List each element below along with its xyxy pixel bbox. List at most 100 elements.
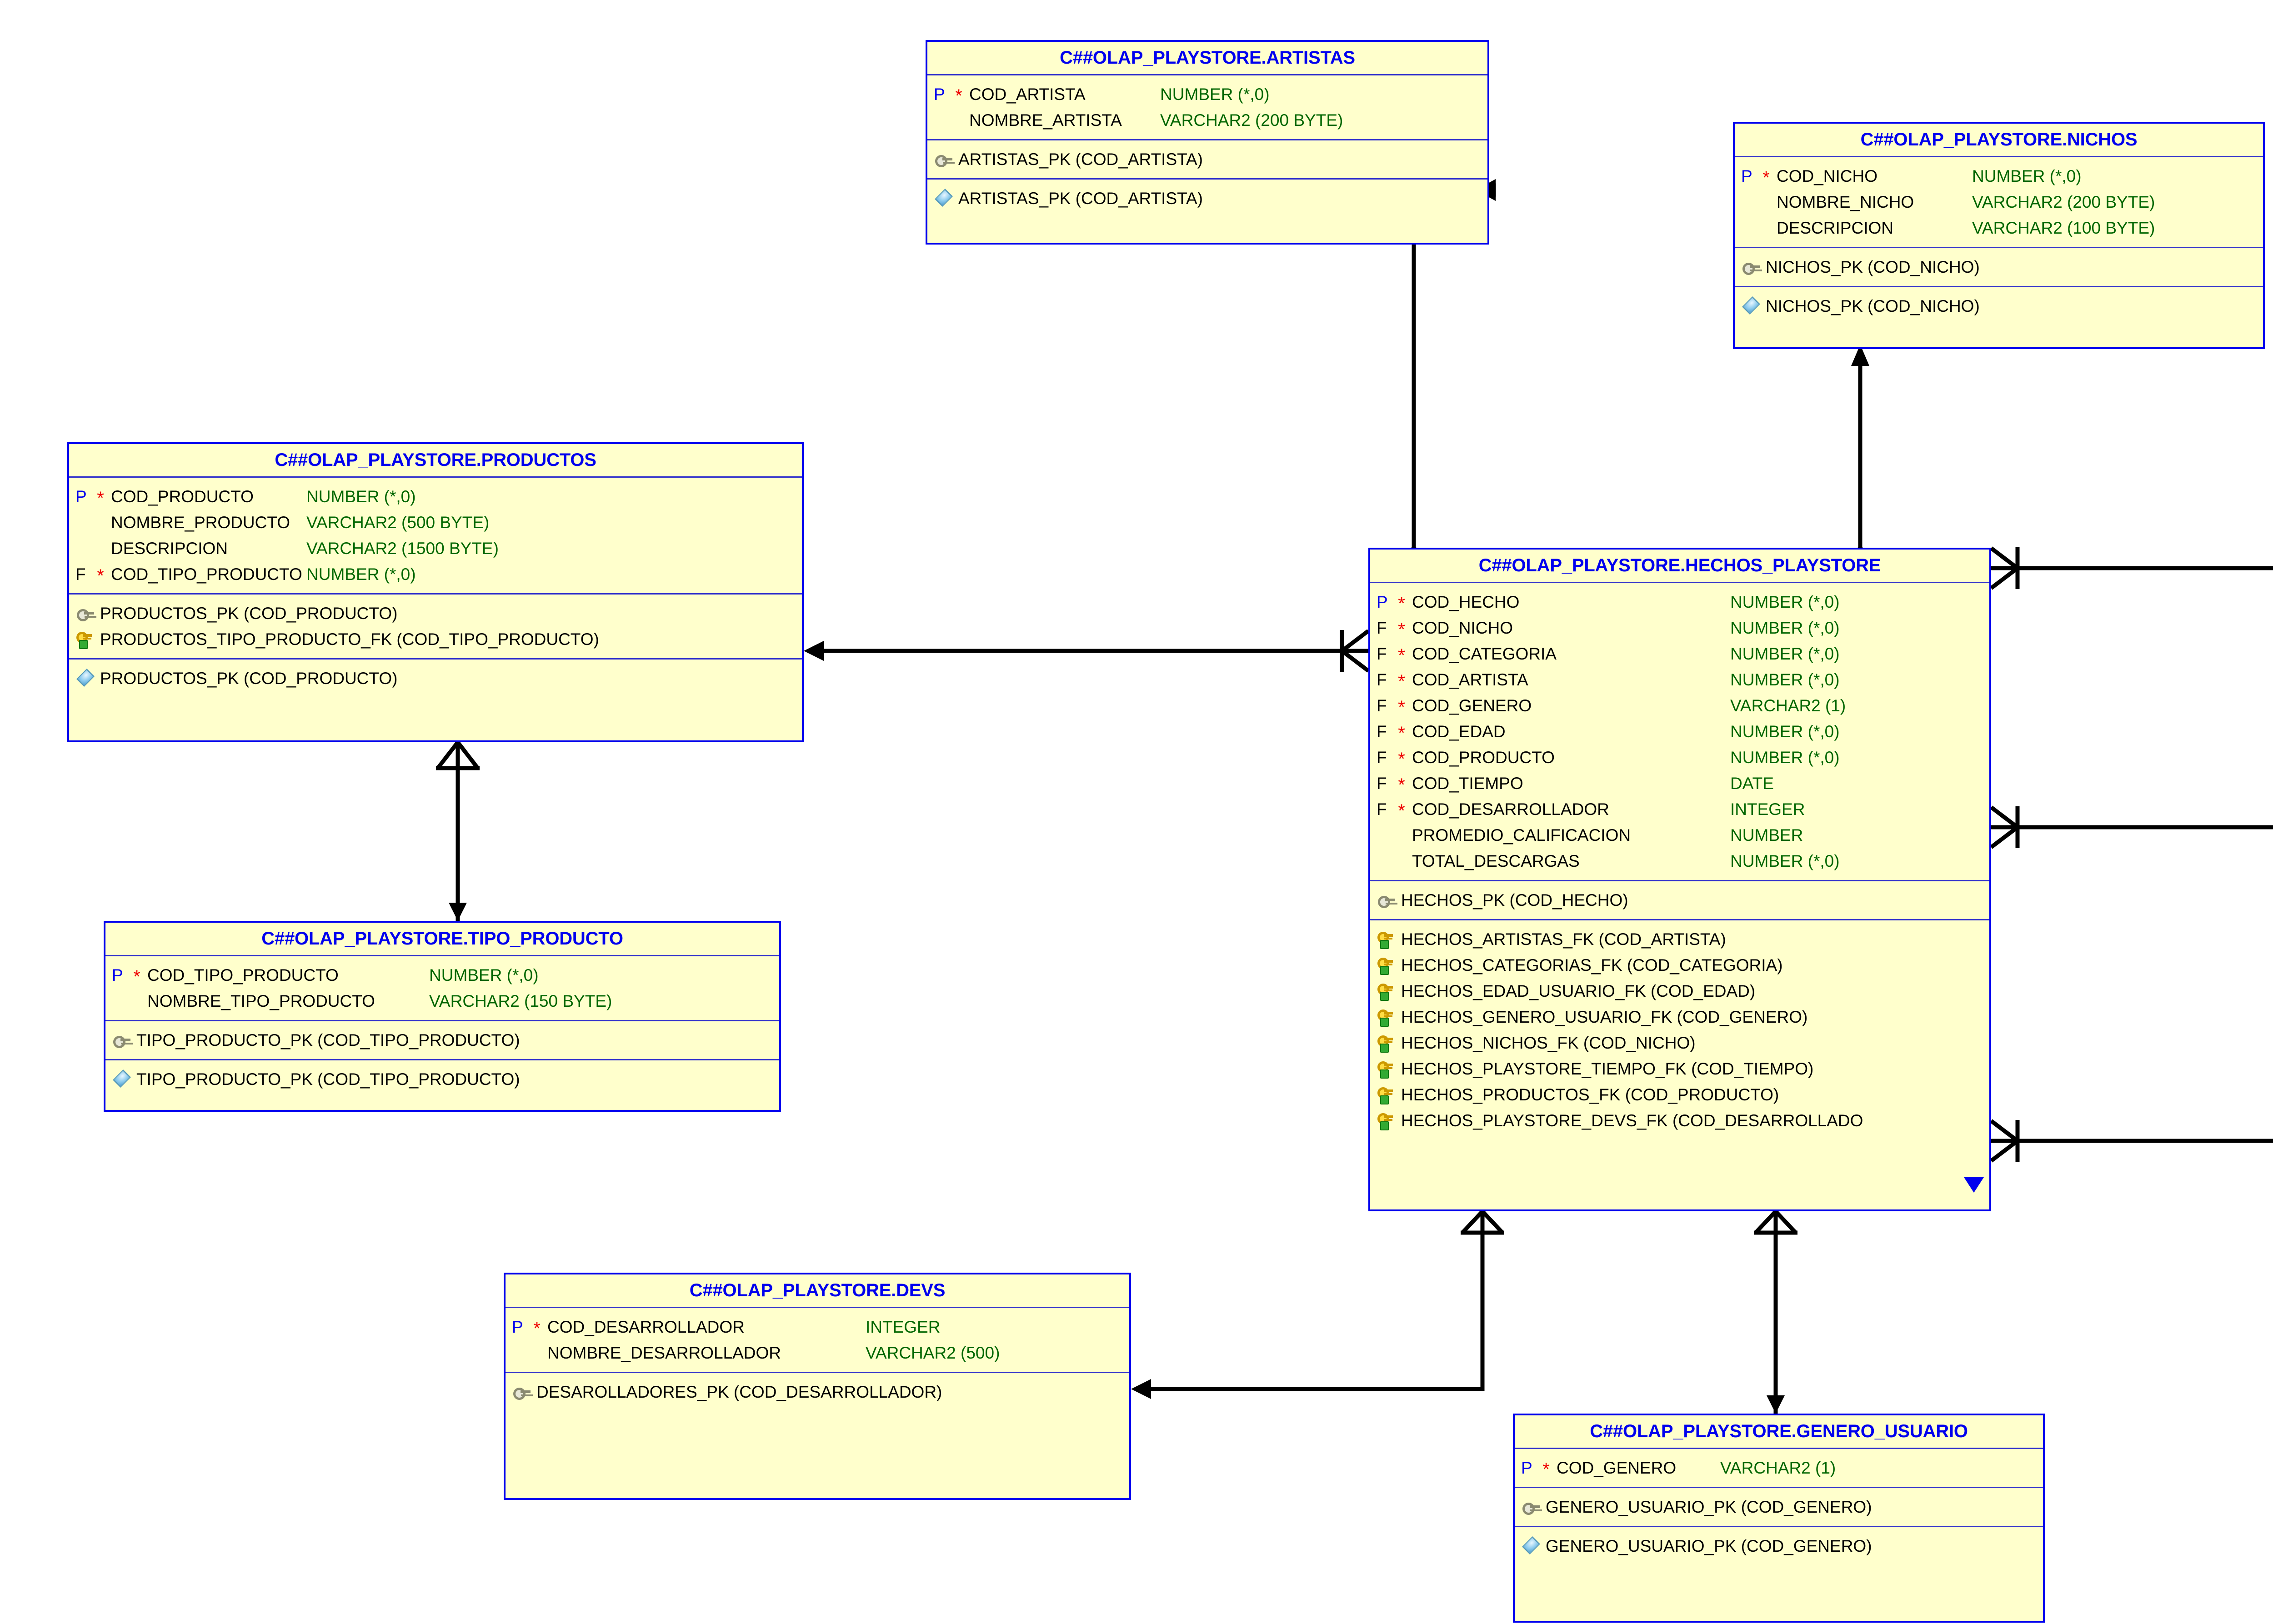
foreign-key-row[interactable]: HECHOS_EDAD_USUARIO_FK (COD_EDAD) bbox=[1370, 978, 1989, 1004]
entity-divider bbox=[69, 593, 802, 595]
constraints-section: HECHOS_PK (COD_HECHO) bbox=[1370, 881, 1989, 919]
foreign-key-label: HECHOS_NICHOS_FK (COD_NICHO) bbox=[1401, 1033, 1696, 1052]
index-diamond-icon bbox=[934, 190, 954, 207]
index-row[interactable]: GENERO_USUARIO_PK (COD_GENERO) bbox=[1515, 1533, 2043, 1559]
indexes-section: PRODUCTOS_PK (COD_PRODUCTO) bbox=[69, 660, 802, 697]
constraint-row[interactable]: NICHOS_PK (COD_NICHO) bbox=[1735, 254, 2263, 280]
entity-divider bbox=[927, 178, 1487, 180]
entity-divider bbox=[506, 1307, 1129, 1308]
constraint-row[interactable]: PRODUCTOS_TIPO_PRODUCTO_FK (COD_TIPO_PRO… bbox=[69, 626, 802, 652]
scroll-down-indicator[interactable] bbox=[1964, 1177, 1984, 1193]
entity-title-hechos: C##OLAP_PLAYSTORE.HECHOS_PLAYSTORE bbox=[1478, 555, 1881, 575]
column-datatype: NUMBER (*,0) bbox=[306, 487, 416, 506]
column-key-flag: F bbox=[1377, 644, 1387, 663]
constraint-row[interactable]: PRODUCTOS_PK (COD_PRODUCTO) bbox=[69, 600, 802, 626]
indexes-section: TIPO_PRODUCTO_PK (COD_TIPO_PRODUCTO) bbox=[105, 1060, 779, 1098]
column-datatype: NUMBER (*,0) bbox=[1730, 748, 1840, 767]
fk-key-icon bbox=[1377, 1060, 1397, 1079]
column-mandatory-marker: * bbox=[533, 1318, 541, 1339]
column-datatype: NUMBER bbox=[1730, 825, 1803, 844]
entity-title-devs: C##OLAP_PLAYSTORE.DEVS bbox=[689, 1280, 946, 1300]
fk-key-icon bbox=[1377, 1034, 1397, 1053]
entity-divider bbox=[1370, 582, 1989, 583]
column-datatype: VARCHAR2 (1) bbox=[1730, 696, 1846, 715]
index-row[interactable]: NICHOS_PK (COD_NICHO) bbox=[1735, 293, 2263, 319]
column-datatype: VARCHAR2 (150 BYTE) bbox=[429, 991, 612, 1010]
column-mandatory-marker bbox=[948, 119, 969, 122]
foreign-key-row[interactable]: HECHOS_NICHOS_FK (COD_NICHO) bbox=[1370, 1030, 1989, 1056]
constraints-section: GENERO_USUARIO_PK (COD_GENERO) bbox=[1515, 1488, 2043, 1526]
column-key-flag: F bbox=[1377, 618, 1387, 637]
column-row[interactable]: DESCRIPCION VARCHAR2 (100 BYTE) bbox=[1735, 215, 2263, 241]
entity-box-hechos[interactable]: C##OLAP_PLAYSTORE.HECHOS_PLAYSTORE P*COD_… bbox=[1368, 548, 1991, 1211]
column-mandatory-marker: * bbox=[1398, 645, 1405, 665]
column-datatype: NUMBER (*,0) bbox=[1730, 722, 1840, 741]
constraint-row[interactable]: GENERO_USUARIO_PK (COD_GENERO) bbox=[1515, 1494, 2043, 1520]
column-mandatory-marker: * bbox=[1542, 1459, 1550, 1479]
foreign-key-row[interactable]: HECHOS_PLAYSTORE_DEVS_FK (COD_DESARROLLA… bbox=[1370, 1108, 1989, 1134]
column-mandatory-marker: * bbox=[97, 565, 104, 586]
column-name: DESCRIPCION bbox=[1777, 218, 1893, 237]
column-datatype: INTEGER bbox=[1730, 800, 1805, 819]
index-row[interactable]: PRODUCTOS_PK (COD_PRODUCTO) bbox=[69, 665, 802, 691]
column-name: TOTAL_DESCARGAS bbox=[1412, 851, 1580, 870]
index-row[interactable]: ARTISTAS_PK (COD_ARTISTA) bbox=[927, 185, 1487, 211]
constraint-row[interactable]: ARTISTAS_PK (COD_ARTISTA) bbox=[927, 146, 1487, 172]
foreign-key-row[interactable]: HECHOS_ARTISTAS_FK (COD_ARTISTA) bbox=[1370, 926, 1989, 952]
column-key-flag: F bbox=[1377, 774, 1387, 793]
column-row[interactable]: TOTAL_DESCARGAS NUMBER (*,0) bbox=[1370, 848, 1989, 874]
entity-divider bbox=[1515, 1448, 2043, 1449]
foreign-key-row[interactable]: HECHOS_GENERO_USUARIO_FK (COD_GENERO) bbox=[1370, 1004, 1989, 1030]
constraint-row[interactable]: DESAROLLADORES_PK (COD_DESARROLLADOR) bbox=[506, 1379, 1129, 1405]
constraint-label: PRODUCTOS_PK (COD_PRODUCTO) bbox=[100, 604, 398, 623]
column-mandatory-marker bbox=[1391, 860, 1412, 863]
foreign-key-row[interactable]: HECHOS_PRODUCTOS_FK (COD_PRODUCTO) bbox=[1370, 1082, 1989, 1108]
column-datatype: NUMBER (*,0) bbox=[1730, 851, 1840, 870]
column-datatype: NUMBER (*,0) bbox=[1730, 644, 1840, 663]
constraint-row[interactable]: TIPO_PRODUCTO_PK (COD_TIPO_PRODUCTO) bbox=[105, 1027, 779, 1053]
column-key-flag: F bbox=[1377, 696, 1387, 715]
entity-divider bbox=[105, 1059, 779, 1060]
index-row[interactable]: TIPO_PRODUCTO_PK (COD_TIPO_PRODUCTO) bbox=[105, 1066, 779, 1092]
foreign-key-row[interactable]: HECHOS_PLAYSTORE_TIEMPO_FK (COD_TIEMPO) bbox=[1370, 1056, 1989, 1082]
foreign-key-label: HECHOS_PRODUCTOS_FK (COD_PRODUCTO) bbox=[1401, 1085, 1779, 1104]
column-datatype: VARCHAR2 (100 BYTE) bbox=[1972, 218, 2155, 237]
column-mandatory-marker: * bbox=[955, 85, 962, 106]
fk-key-icon bbox=[1377, 1112, 1397, 1130]
constraint-row[interactable]: HECHOS_PK (COD_HECHO) bbox=[1370, 887, 1989, 913]
column-key-flag: P bbox=[512, 1317, 523, 1336]
constraint-label: ARTISTAS_PK (COD_ARTISTA) bbox=[958, 150, 1203, 169]
foreign-key-row[interactable]: HECHOS_CATEGORIAS_FK (COD_CATEGORIA) bbox=[1370, 952, 1989, 978]
column-name: NOMBRE_ARTISTA bbox=[969, 110, 1122, 130]
